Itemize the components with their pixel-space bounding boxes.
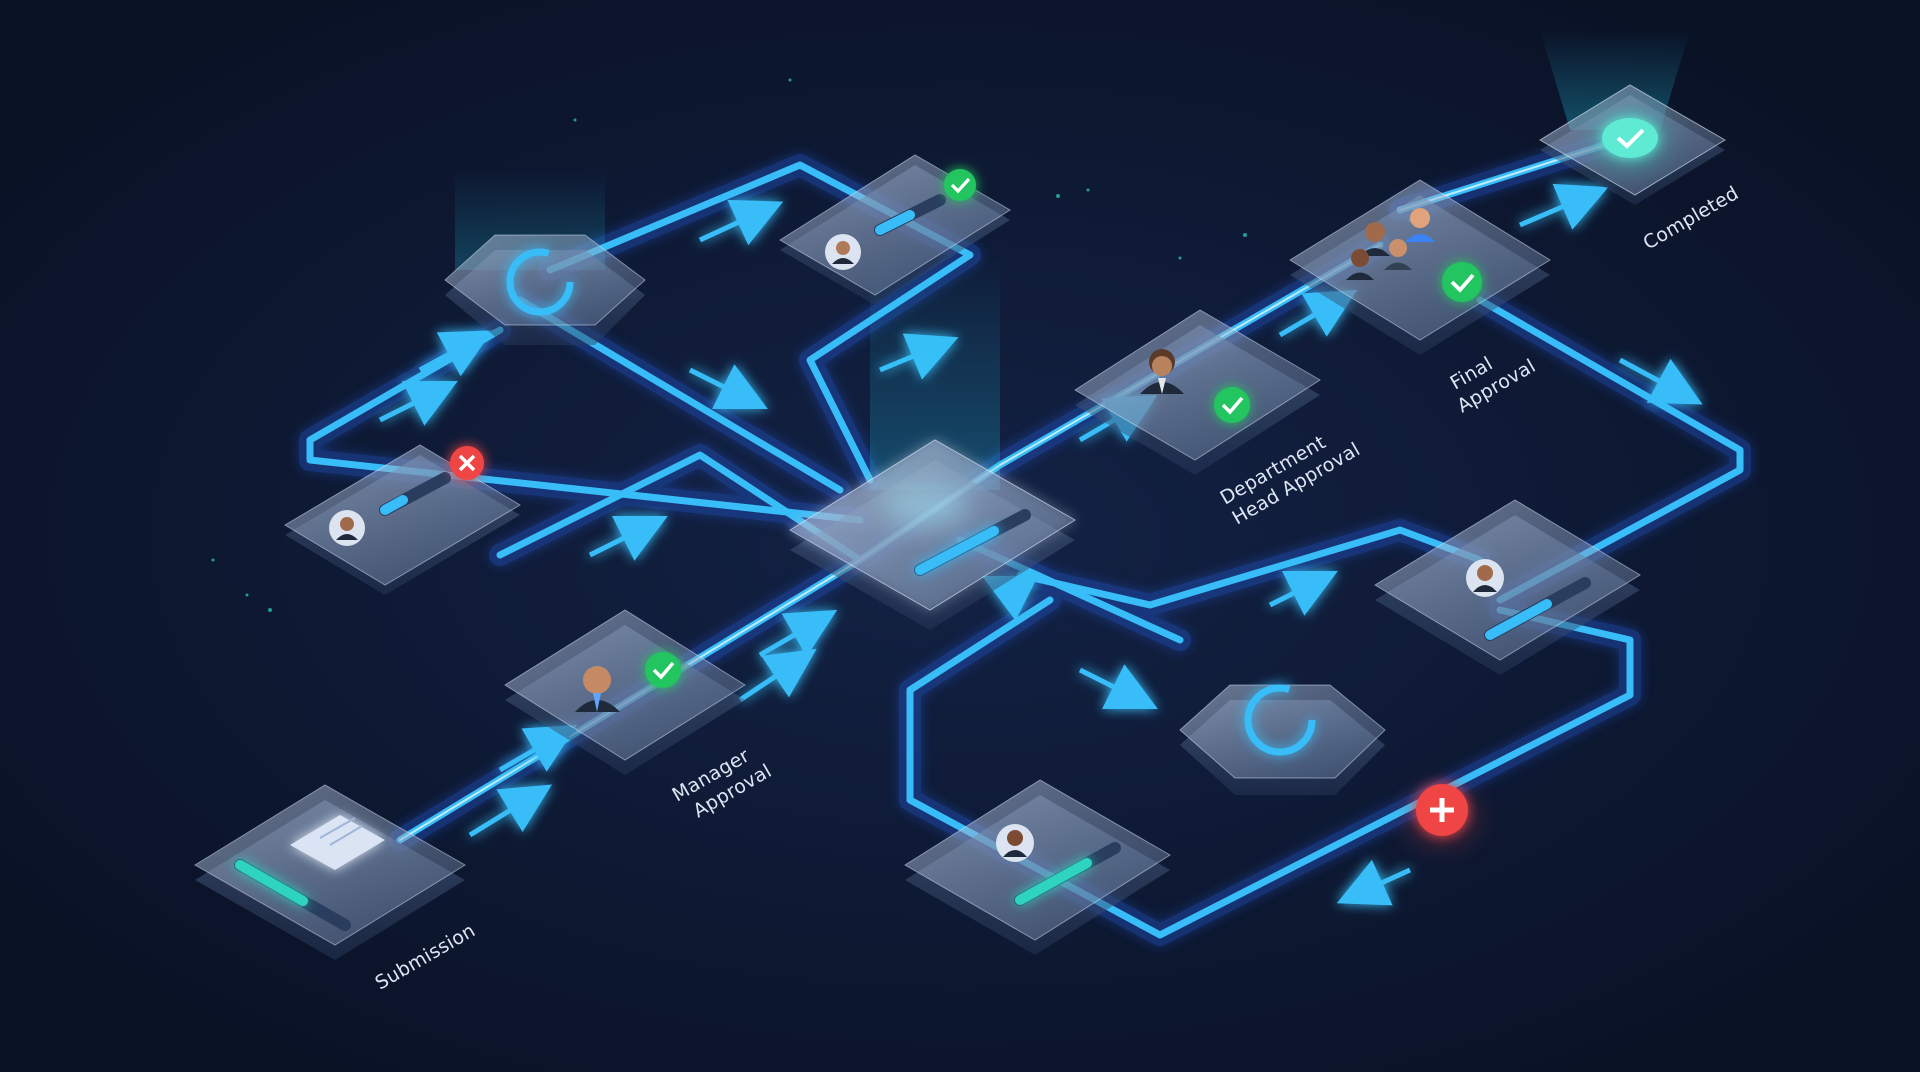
progress-bar	[874, 194, 946, 236]
department-head-approval-card[interactable]	[1074, 309, 1321, 475]
submission-card[interactable]	[194, 784, 466, 960]
avatar	[1466, 559, 1504, 597]
completed-card[interactable]	[1539, 84, 1726, 205]
arrow-icon	[698, 199, 784, 246]
rejected-x-icon	[450, 446, 484, 480]
arrow-icon	[1618, 357, 1703, 405]
processing-node-bottom	[1179, 684, 1386, 795]
arrow-icon	[738, 648, 817, 703]
person-icon	[575, 666, 620, 712]
rejected-reviewer-card[interactable]	[284, 444, 521, 595]
progress-bar	[1014, 842, 1121, 906]
group-icon	[1346, 208, 1435, 280]
arrow-icon	[498, 724, 578, 773]
approved-check-icon	[645, 652, 681, 688]
arrow-icon	[1336, 859, 1412, 906]
flow-arrows	[378, 183, 1703, 906]
progress-bar	[914, 509, 1031, 576]
manager-approval-card[interactable]	[504, 609, 746, 775]
final-approval-card[interactable]	[1289, 179, 1551, 355]
arrow-icon	[688, 364, 768, 409]
arrow-icon	[1078, 664, 1158, 709]
reviewer-card-right[interactable]	[1374, 499, 1641, 675]
approved-check-icon	[1214, 387, 1250, 423]
arrow-icon	[468, 784, 553, 838]
rejection-marker	[1410, 784, 1474, 842]
central-hub-card[interactable]	[789, 439, 1076, 630]
arrow-icon	[1268, 571, 1338, 616]
progress-bar	[379, 472, 451, 516]
avatar	[329, 510, 365, 546]
check-icon	[1596, 116, 1664, 164]
avatar	[825, 234, 861, 270]
loading-ring-icon	[506, 248, 574, 316]
approved-check-icon	[1442, 262, 1482, 302]
hub-icon	[880, 483, 970, 527]
reviewer-card-bottom[interactable]	[904, 779, 1171, 955]
approved-check-icon	[944, 169, 976, 201]
avatar	[996, 824, 1034, 862]
processing-node-top	[444, 234, 646, 345]
arrow-icon	[418, 330, 493, 377]
progress-bar	[1484, 577, 1591, 641]
arrow-icon	[982, 576, 1039, 621]
document-icon	[290, 815, 385, 870]
arrow-icon	[1519, 183, 1609, 230]
arrow-icon	[588, 516, 668, 561]
arrow-icon	[378, 381, 458, 426]
sparkles	[211, 78, 1412, 612]
person-icon	[1140, 349, 1184, 394]
arrow-icon	[1278, 289, 1358, 338]
loading-ring-icon	[1244, 684, 1316, 756]
progress-bar	[234, 859, 351, 931]
approved-reviewer-card[interactable]	[779, 154, 1011, 305]
